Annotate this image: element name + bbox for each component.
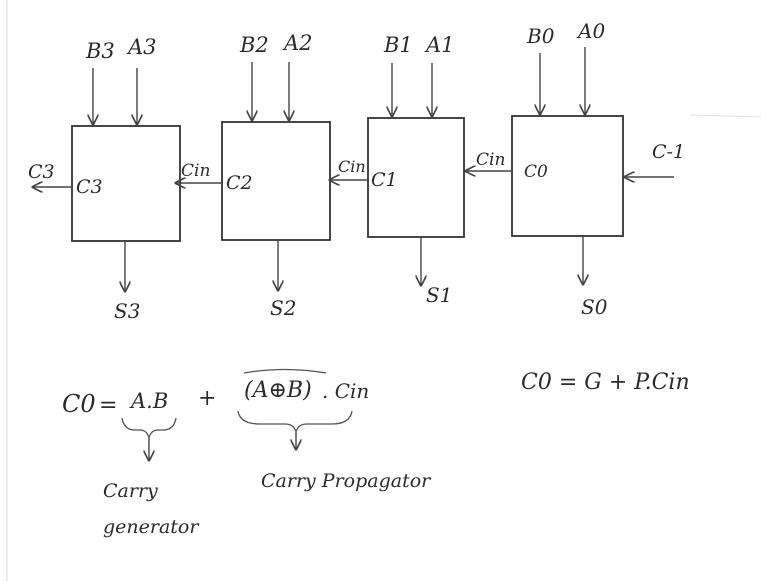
adder-block-1: B1 A1 Cin C1 S1 — [330, 33, 465, 307]
label-sum-s2: S2 — [270, 296, 296, 320]
label-carry-in-external: C-1 — [652, 141, 685, 163]
paper-rule-line — [689, 114, 761, 118]
label-a0: A0 — [576, 19, 605, 43]
label-b1: B1 — [383, 33, 413, 57]
propagate-overline — [243, 368, 327, 374]
propagator-underbrace — [237, 410, 353, 433]
label-b0: B0 — [526, 24, 555, 48]
label-cin-block2: Cin — [338, 157, 366, 176]
adder-block-3: B3 A3 C3 C3 S3 — [28, 35, 181, 323]
generator-underbrace — [121, 417, 177, 439]
eq1-plus: + — [198, 386, 216, 411]
carry-equation: C0 = A.B + (A⊕B) . Cin Carry generator C… — [62, 368, 432, 538]
adder-box-1 — [367, 117, 465, 238]
label-a1: A1 — [424, 33, 455, 57]
label-carry-generator-line1: Carry — [103, 480, 158, 502]
eq1-lhs: C0 — [62, 390, 96, 418]
label-sum-s0: S0 — [581, 295, 608, 319]
carry-equation-compact: C0 = G + P.Cin — [521, 370, 690, 395]
label-carry-c3: C3 — [76, 176, 103, 198]
label-carry-c2: C2 — [226, 172, 253, 194]
eq1-generate-term: A.B — [129, 389, 168, 413]
adder-box-0 — [511, 115, 624, 237]
label-sum-s1: S1 — [426, 283, 452, 307]
label-cin-block3: Cin — [181, 161, 210, 181]
label-b3: B3 — [85, 39, 115, 63]
label-carry-out-c3: C3 — [28, 161, 55, 183]
label-b2: B2 — [239, 33, 269, 57]
label-carry-propagator: Carry Propagator — [261, 470, 432, 492]
eq1-propagate-term: (A⊕B) — [244, 378, 312, 403]
label-carry-generator-line2: generator — [103, 516, 200, 538]
eq1-dot-cin: . Cin — [322, 379, 369, 403]
label-cin-block1: Cin — [476, 150, 505, 170]
label-sum-s3: S3 — [114, 299, 140, 323]
label-carry-c1: C1 — [371, 169, 398, 191]
adder-block-0: B0 A0 Cin C0 C-1 S0 — [466, 19, 685, 319]
label-carry-c0: C0 — [524, 162, 548, 182]
label-a3: A3 — [126, 35, 157, 59]
eq1-equals: = — [99, 393, 117, 418]
adder-block-2: B2 A2 Cin C2 S2 — [176, 31, 331, 320]
label-a2: A2 — [282, 31, 313, 55]
